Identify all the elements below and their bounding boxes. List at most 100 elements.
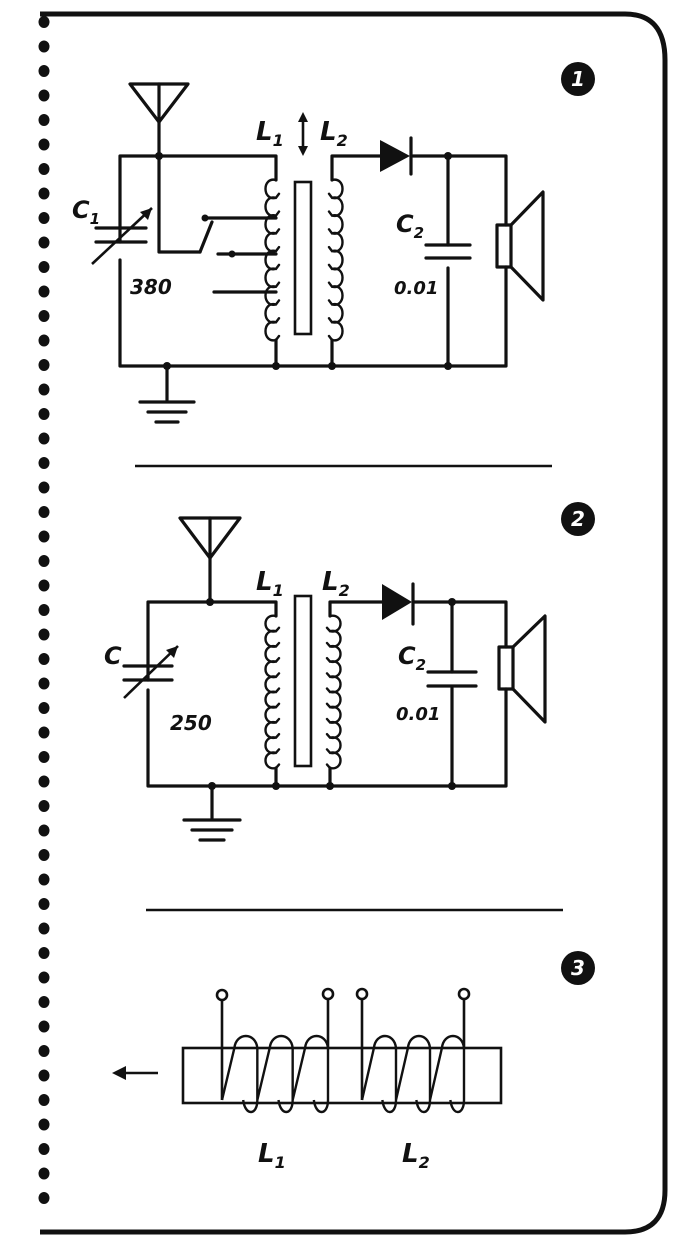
coupling-arrow-icon <box>298 112 308 156</box>
coil-former <box>181 1046 503 1105</box>
winding-l2 <box>360 1034 466 1114</box>
binding-hole <box>38 653 50 665</box>
svg-text:3: 3 <box>571 956 585 980</box>
binding-hole <box>38 163 50 175</box>
binding-hole <box>38 702 50 714</box>
label-l2: L2 <box>320 117 348 150</box>
value-c2: 0.01 <box>394 278 438 299</box>
binding-hole <box>38 65 50 77</box>
binding-hole <box>38 334 50 347</box>
antenna-icon <box>128 82 190 124</box>
binding-hole <box>38 310 50 322</box>
binding-hole <box>38 824 50 837</box>
coil-terminals <box>215 987 471 1100</box>
label-l1: L1 <box>256 567 284 600</box>
binding-hole <box>38 628 50 641</box>
binding-hole <box>38 187 50 200</box>
winding-l1 <box>220 1034 330 1114</box>
binding-hole <box>38 506 50 518</box>
binding-hole <box>38 212 50 224</box>
ground-icon <box>182 784 242 842</box>
capacitor-c2 <box>426 670 478 688</box>
label-l1: L1 <box>258 1139 286 1172</box>
binding-hole <box>38 383 50 396</box>
label-c1: C1 <box>72 196 100 228</box>
figure-2-badge: 2 <box>561 502 595 536</box>
binding-hole <box>38 922 50 935</box>
binding-hole <box>38 481 50 494</box>
binding-hole <box>38 1045 50 1057</box>
value-c2: 0.01 <box>396 704 440 725</box>
binding-hole <box>38 971 50 984</box>
label-l2: L2 <box>402 1139 430 1172</box>
binding-hole <box>38 1069 50 1082</box>
ground-icon <box>138 364 196 424</box>
svg-text:2: 2 <box>571 507 585 531</box>
binding-hole <box>38 604 50 616</box>
binding-hole <box>38 89 50 102</box>
binding-hole <box>38 849 50 861</box>
label-c2: C2 <box>398 642 426 674</box>
binding-hole <box>38 726 50 739</box>
figure-2-schematic: 2 <box>104 502 595 842</box>
coil-l1 <box>264 614 281 770</box>
binding-hole <box>38 947 50 959</box>
page-border <box>40 11 668 1235</box>
binding-hole <box>38 996 50 1008</box>
binding-hole <box>38 530 50 543</box>
binding-hole <box>38 359 50 371</box>
binding-hole <box>38 114 50 126</box>
figure-3-badge: 3 <box>561 951 595 985</box>
variable-capacitor-c <box>122 645 179 699</box>
binding-hole <box>38 898 50 910</box>
binding-hole <box>38 432 50 445</box>
binding-hole <box>38 800 50 812</box>
binding-hole <box>38 1094 50 1106</box>
binding-hole <box>38 677 50 690</box>
binding-hole <box>38 285 50 298</box>
label-l1: L1 <box>256 117 284 150</box>
ferrite-core <box>293 594 313 768</box>
binding-hole <box>38 579 50 592</box>
label-l2: L2 <box>322 567 350 600</box>
ferrite-core <box>293 180 313 336</box>
value-c1: 380 <box>130 275 172 299</box>
wire <box>118 120 508 368</box>
binding-hole <box>38 40 50 53</box>
capacitor-c2 <box>424 243 472 260</box>
coil-l2 <box>327 178 344 342</box>
figure-3-coil-winding: 3 L1 L2 <box>112 951 595 1172</box>
binding-hole <box>38 1167 50 1180</box>
binding-hole <box>38 16 50 28</box>
binding-hole <box>38 555 50 567</box>
binding-hole <box>38 261 50 273</box>
wire <box>146 556 508 788</box>
svg-text:1: 1 <box>571 67 585 91</box>
tap-switch <box>198 220 214 254</box>
binding-hole <box>38 1192 50 1204</box>
variable-capacitor-c1 <box>91 207 153 265</box>
binding-hole <box>38 457 50 469</box>
binding-hole <box>38 775 50 788</box>
diode-icon <box>382 582 415 626</box>
figure-1-schematic: 1 <box>72 62 595 424</box>
label-c: C <box>104 642 122 670</box>
speaker-icon <box>495 190 545 302</box>
antenna-icon <box>178 516 242 560</box>
binding-hole <box>38 1118 50 1131</box>
diode-icon <box>380 136 413 176</box>
value-c: 250 <box>170 711 212 735</box>
figure-1-badge: 1 <box>561 62 595 96</box>
label-c2: C2 <box>396 210 424 242</box>
binding-hole <box>38 751 50 763</box>
coil-l2 <box>325 614 342 770</box>
binding-holes <box>38 16 50 1204</box>
binding-hole <box>38 1020 50 1033</box>
binding-hole <box>38 236 50 249</box>
binding-hole <box>38 138 50 151</box>
speaker-icon <box>497 614 547 724</box>
binding-hole <box>38 873 50 886</box>
coil-l1 <box>264 178 281 342</box>
arrow-left-icon <box>112 1066 158 1080</box>
